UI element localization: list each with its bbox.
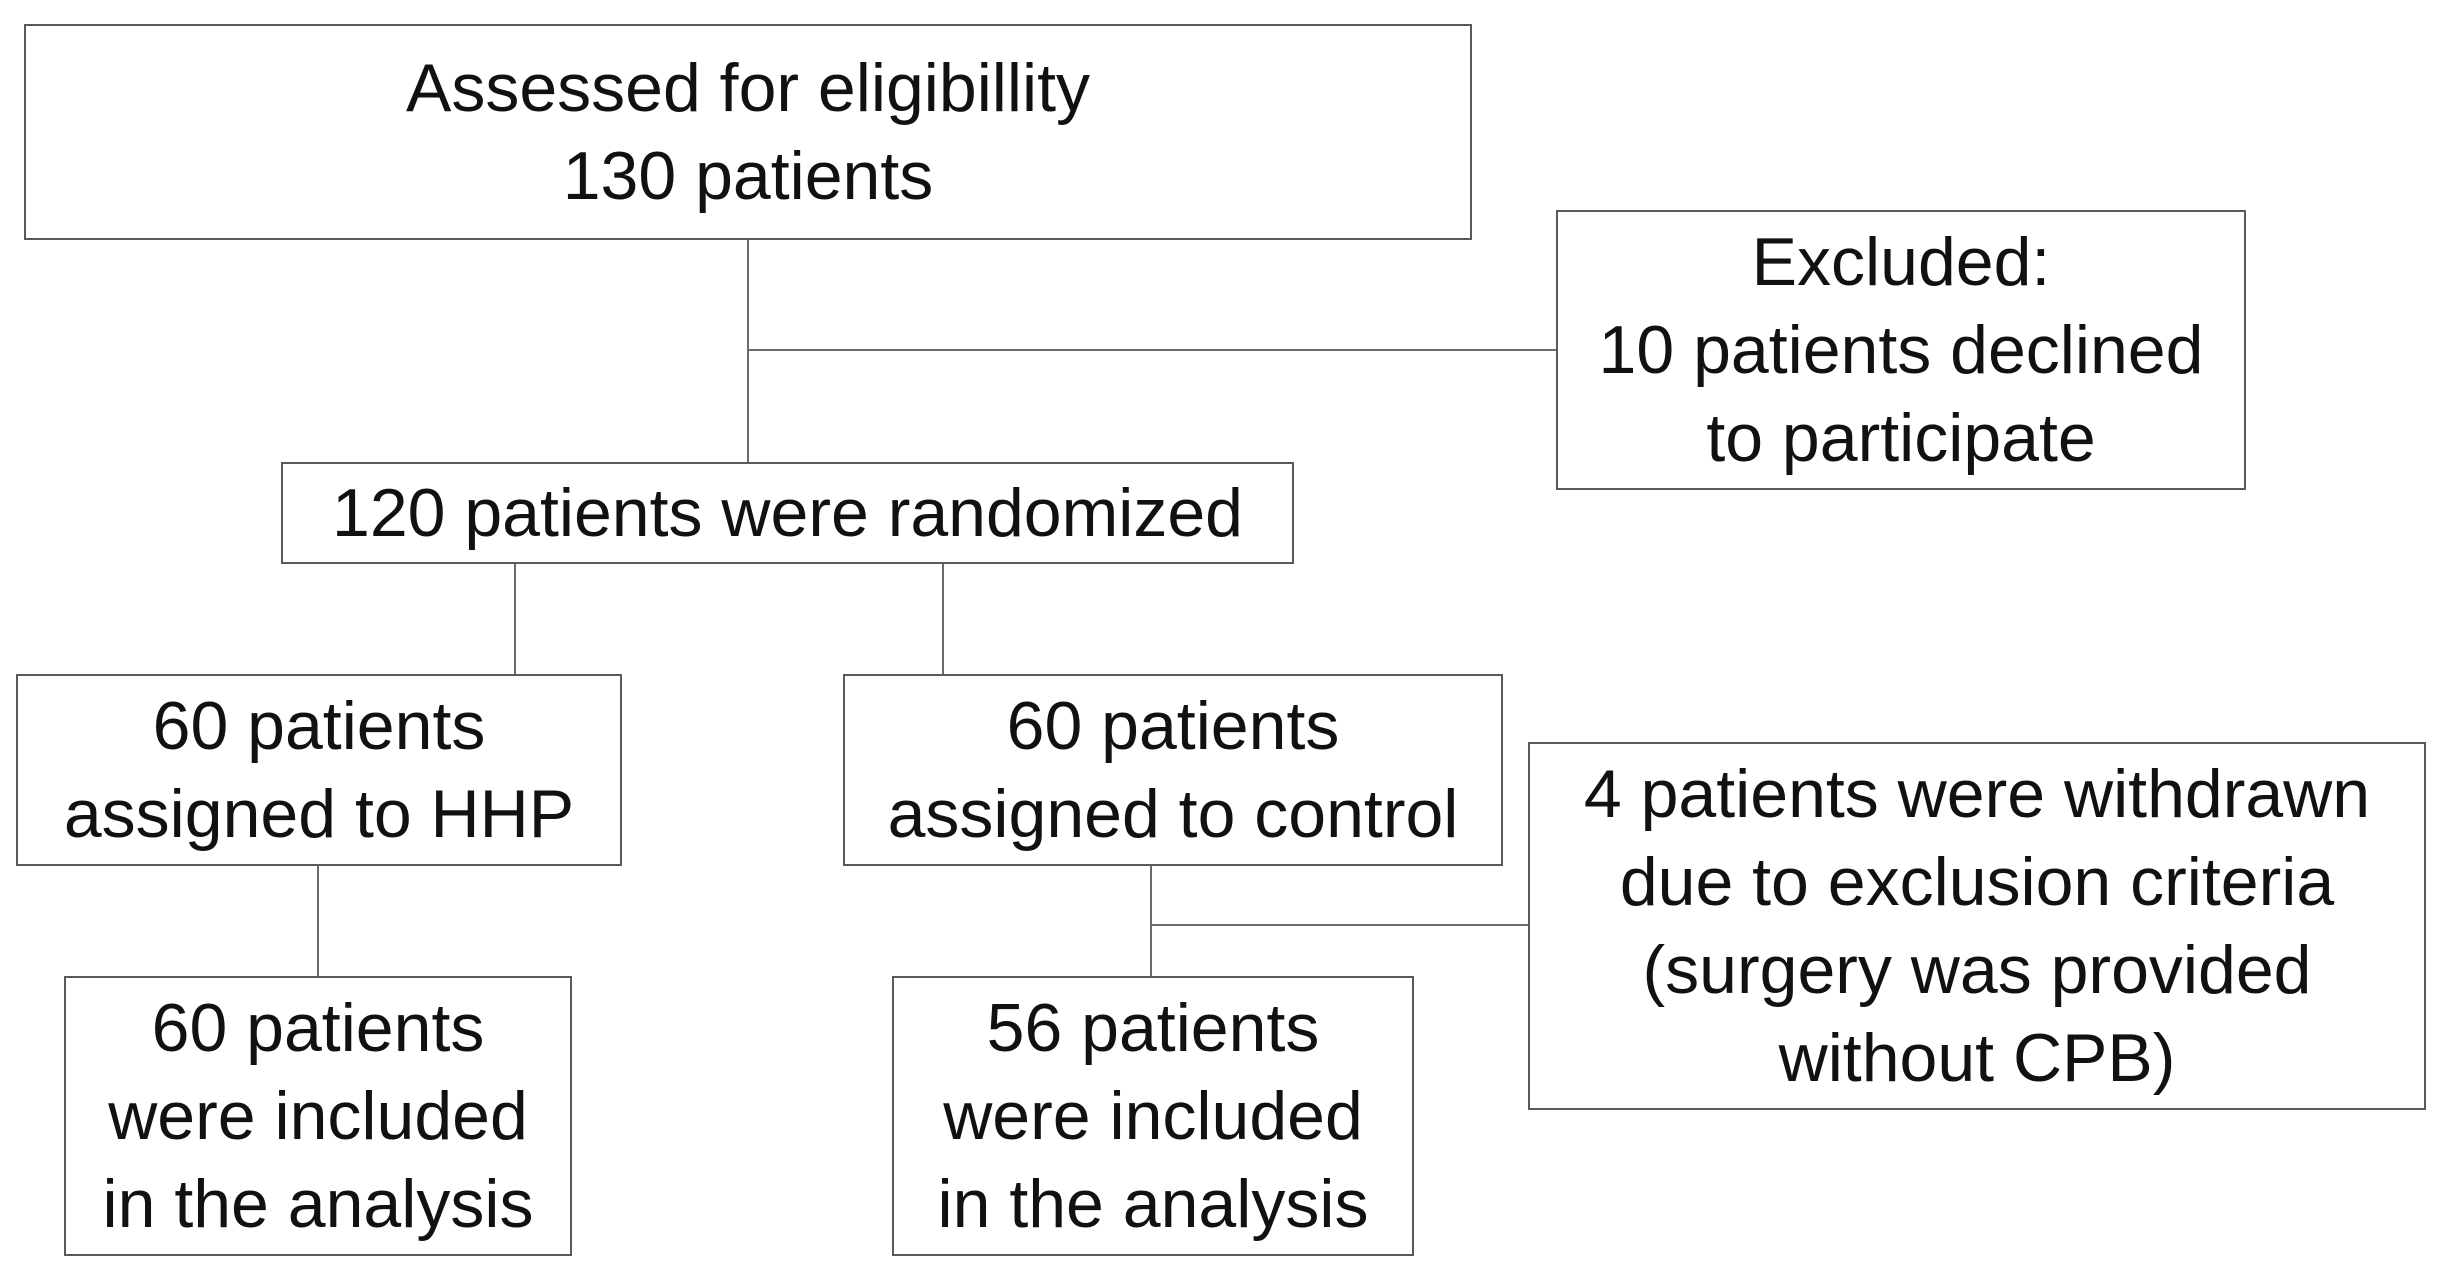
hhp-arm-box: 60 patients assigned to HHP [16,674,622,866]
connector-eligibility-to-randomized [747,240,749,462]
hhp-arm-count: 60 patients [152,688,486,764]
control-analysis-label-2: in the analysis [937,1166,1369,1242]
connector-hhp-to-analysis [317,866,319,976]
withdrawn-count: 4 patients were withdrawn [1583,756,2371,832]
control-arm-count: 60 patients [1006,688,1340,764]
connector-to-excluded [747,349,1556,351]
excluded-box: Excluded: 10 patients declined to partic… [1556,210,2246,490]
connector-control-to-analysis [1150,866,1152,976]
control-analysis-box: 56 patients were included in the analysi… [892,976,1414,1256]
control-analysis-count: 56 patients [986,990,1320,1066]
eligibility-count: 130 patients [562,138,934,214]
control-analysis-label: were included [943,1078,1363,1154]
withdrawn-box: 4 patients were withdrawn due to exclusi… [1528,742,2426,1110]
withdrawn-detail-2: without CPB) [1778,1020,2176,1096]
control-arm-box: 60 patients assigned to control [843,674,1503,866]
randomized-box: 120 patients were randomized [281,462,1294,564]
hhp-arm-label: assigned to HHP [63,776,575,852]
connector-to-withdrawn [1150,924,1528,926]
hhp-analysis-count: 60 patients [151,990,485,1066]
withdrawn-detail: (surgery was provided [1642,932,2312,1008]
connector-randomized-to-control [942,564,944,674]
hhp-analysis-box: 60 patients were included in the analysi… [64,976,572,1256]
eligibility-label: Assessed for eligibillity [405,50,1091,126]
excluded-label: Excluded: [1751,224,2051,300]
hhp-analysis-label-2: in the analysis [102,1166,534,1242]
hhp-analysis-label: were included [108,1078,528,1154]
withdrawn-reason: due to exclusion criteria [1619,844,2335,920]
eligibility-box: Assessed for eligibillity 130 patients [24,24,1472,240]
connector-randomized-to-hhp [514,564,516,674]
excluded-reason: to participate [1706,400,2096,476]
control-arm-label: assigned to control [887,776,1459,852]
excluded-count: 10 patients declined [1598,312,2204,388]
randomized-label: 120 patients were randomized [332,475,1243,551]
